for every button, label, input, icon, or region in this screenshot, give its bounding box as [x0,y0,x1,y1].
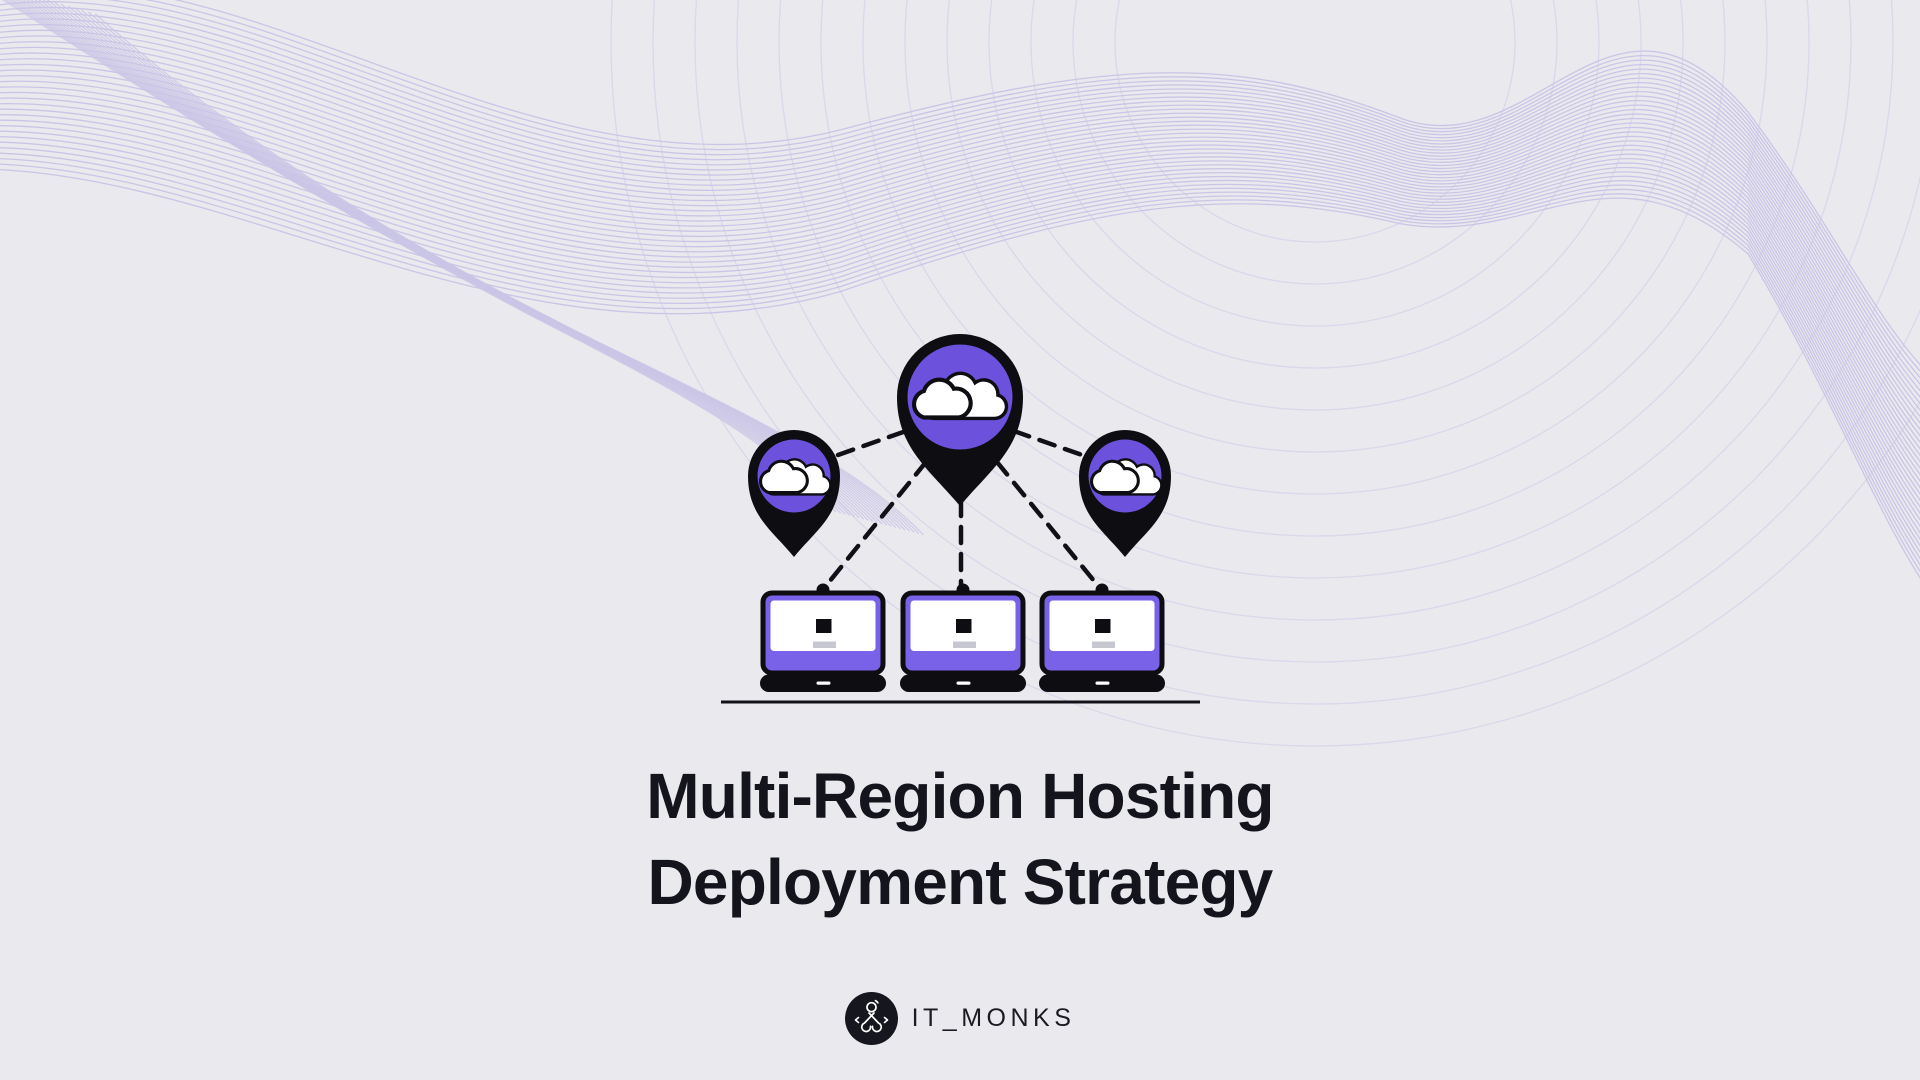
title-line-2: Deployment Strategy [647,846,1274,918]
map-pin-cloud-icon-center [897,334,1023,506]
meditating-monk-icon [844,992,898,1045]
map-pin-cloud-icon-left [748,430,840,557]
laptop-icon-center [900,584,1026,693]
map-pin-cloud-icon-right [1079,430,1171,557]
page-title: Multi-Region Hosting Deployment Strategy [0,753,1920,925]
connector-center-pin-to-laptop-left [822,459,929,590]
laptop-icon-left [760,584,886,693]
laptop-icon-right [1039,584,1165,693]
logo: IT_MONKS [0,992,1920,1045]
connector-center-pin-to-laptop-right [994,459,1102,590]
dashed-connector-lines [822,428,1102,590]
title-line-1: Multi-Region Hosting [646,760,1274,832]
connector-left-pin-to-center-pin [835,428,909,458]
logo-text: IT_MONKS [911,1004,1076,1032]
connector-center-pin-to-right-pin [1011,428,1085,458]
